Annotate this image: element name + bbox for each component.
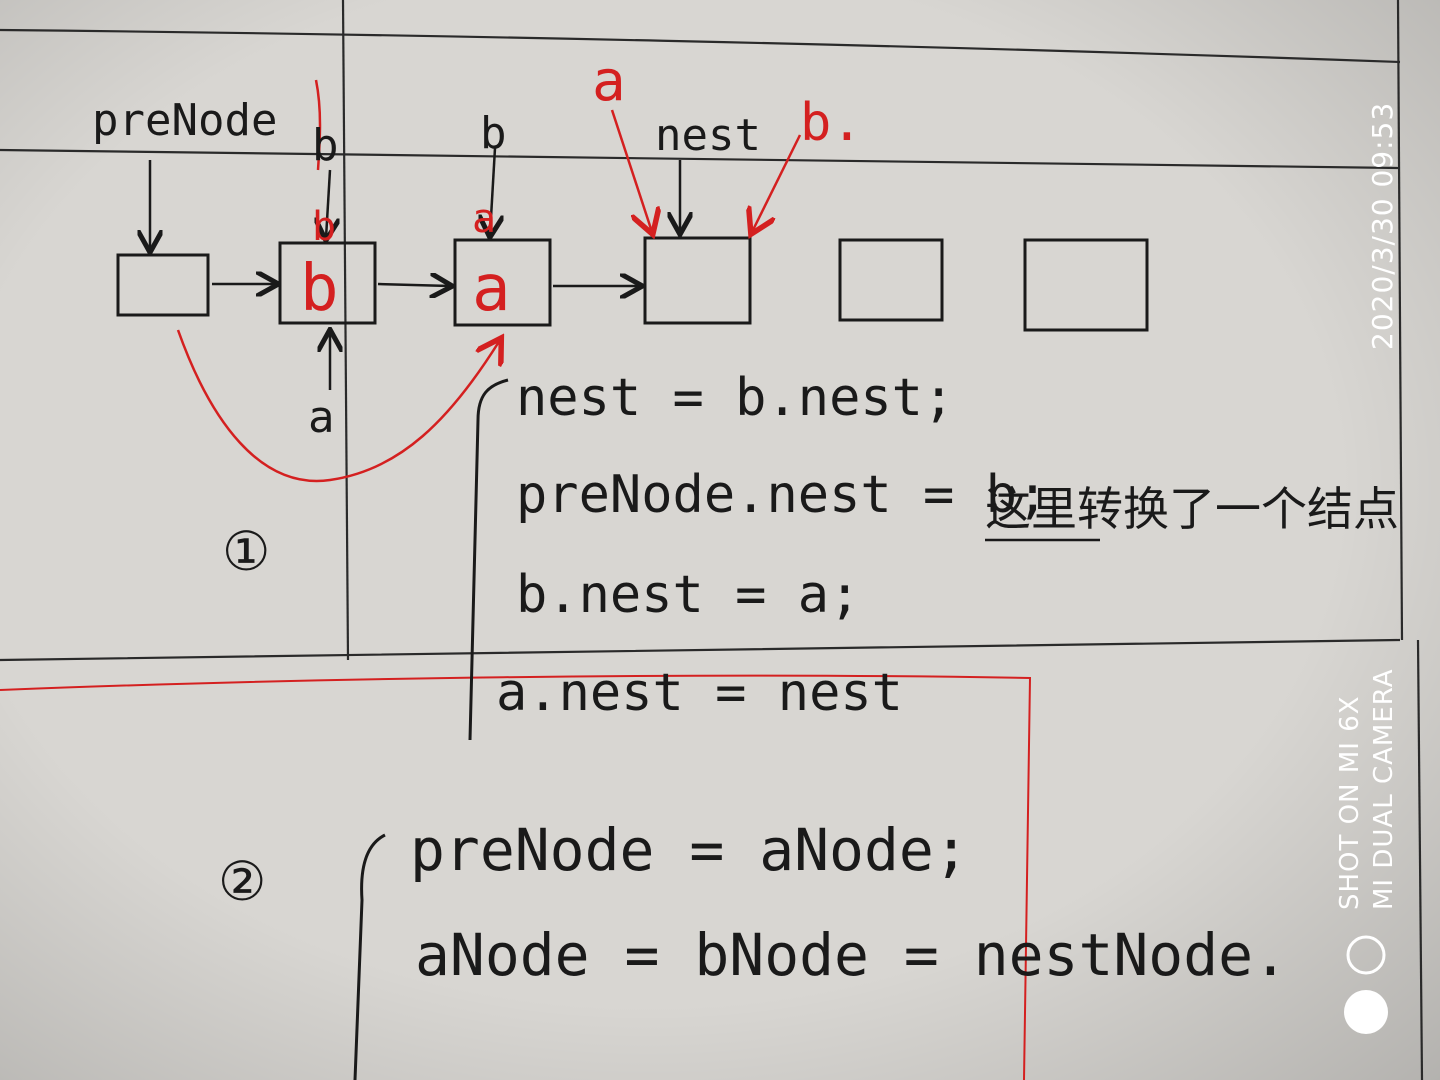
step1-line-1: nest = b.nest; [516, 368, 954, 428]
link-arrows [212, 284, 640, 286]
step2-line-2: aNode = bNode = nestNode. [415, 921, 1288, 989]
red-a-over-node: a [472, 196, 496, 242]
timestamp-watermark: 2020/3/30 09:53 [1366, 102, 1399, 350]
step1-brace [468, 378, 509, 741]
red-frame [0, 674, 1032, 1080]
b-pointer-label-2: b [480, 108, 507, 159]
red-b-top-label: b. [800, 93, 863, 153]
device-watermark-2: MI DUAL CAMERA [1369, 668, 1399, 910]
red-arrows [176, 79, 802, 483]
red-a-top-label: a [592, 49, 626, 114]
node-5 [838, 238, 944, 322]
step2-line-1: preNode = aNode; [410, 816, 969, 884]
step2-marker: ② [218, 850, 266, 913]
node-6 [1023, 238, 1149, 332]
device-watermark-1: SHOT ON MI 6X [1335, 695, 1365, 910]
prenode-label: preNode [92, 95, 277, 146]
step1-line-2: preNode.nest = b; [516, 465, 1048, 525]
camera-ring-icon [1346, 935, 1386, 975]
red-b-over-node: b [312, 204, 336, 250]
step2-brace [353, 833, 386, 1080]
node-4 [643, 236, 752, 325]
step1-line-4: a.nest = nest [496, 663, 903, 723]
node-3-letter: a [472, 252, 511, 326]
pointer-arrows [150, 147, 680, 390]
step1-note: 这里转换了一个结点 [985, 482, 1399, 536]
next-label: nest [655, 110, 761, 161]
camera-watermark: 2020/3/30 09:53 SHOT ON MI 6X MI DUAL CA… [1335, 102, 1399, 1034]
a-below-label: a [308, 392, 335, 443]
step1-line-3: b.nest = a; [516, 565, 860, 625]
b-pointer-label: b [312, 120, 339, 171]
node-1 [116, 253, 210, 317]
node-2-letter: b [300, 252, 339, 326]
step1-marker: ① [222, 520, 270, 583]
camera-dot-icon [1344, 990, 1388, 1034]
